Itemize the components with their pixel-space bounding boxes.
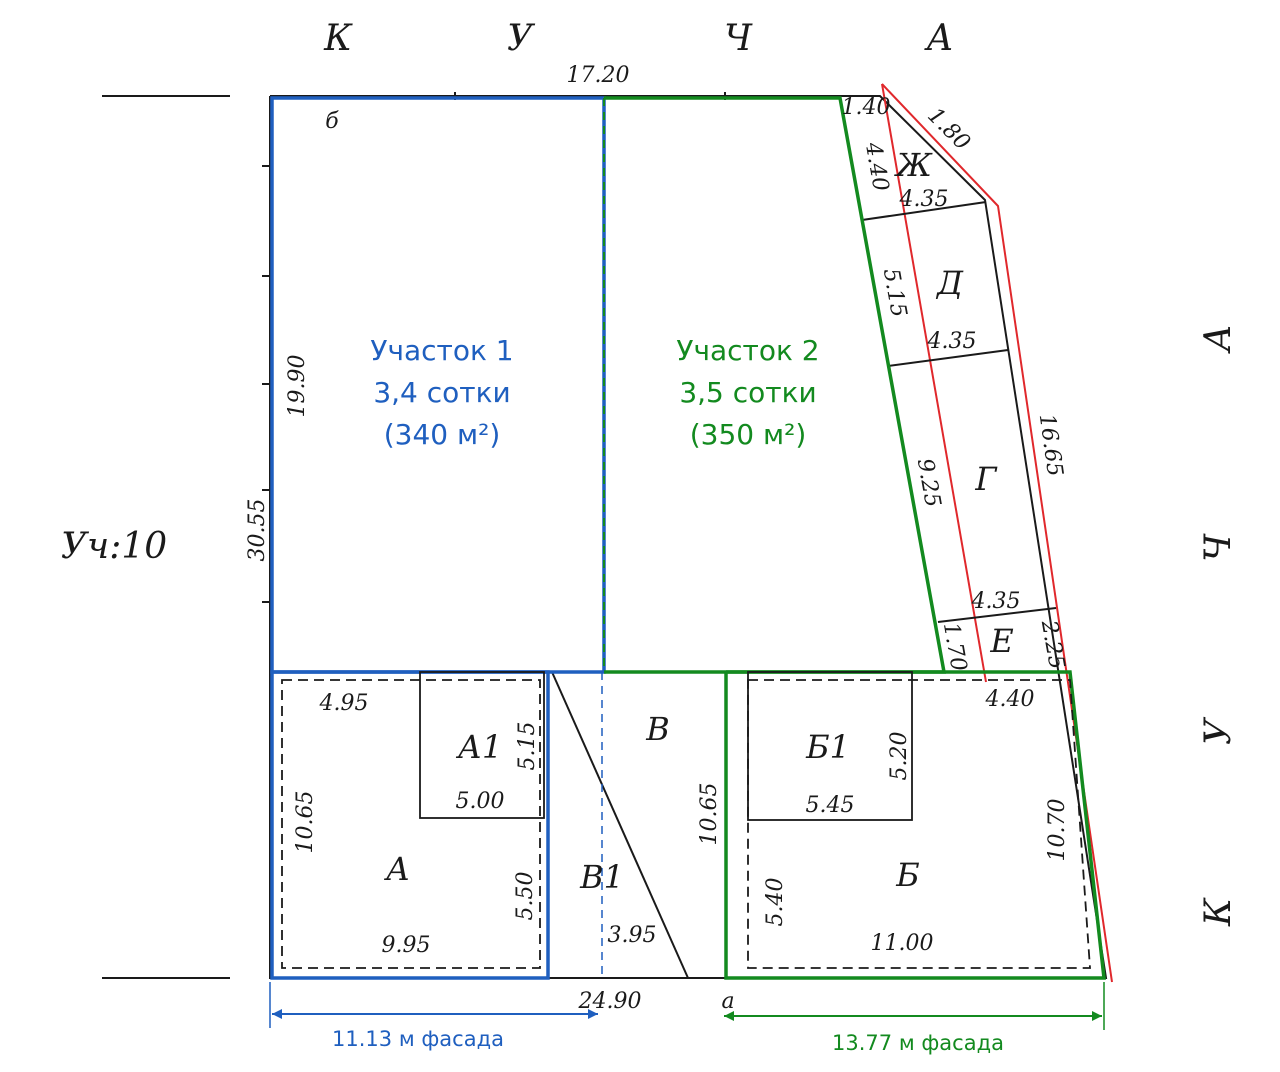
street-letter-top-2: У (507, 18, 536, 59)
plot2-title: Участок 2 (676, 334, 819, 367)
dim-zh-side: 4.40 (860, 140, 893, 194)
red-boundary-line (881, 83, 1113, 983)
street-letter-right-3: У (1198, 716, 1239, 745)
dim-zh-bottom: 4.35 (899, 187, 949, 212)
dim-a-top: 4.95 (319, 691, 369, 716)
dim-left-height: 30.55 (245, 499, 270, 562)
zone-B-label: Б (895, 856, 920, 894)
plot1-area: 3,4 сотки (373, 376, 510, 409)
plot1-title: Участок 1 (370, 334, 513, 367)
zone-A1-label: А1 (456, 728, 503, 766)
plot2-facade-label: 13.77 м фасада (832, 1031, 1004, 1055)
dim-g-bottom: 4.35 (971, 589, 1021, 614)
neighbor-plot-label: Уч:10 (61, 526, 167, 567)
street-letter-top-1: К (323, 18, 353, 59)
zone-Zh-label: Ж (894, 146, 933, 184)
plot2-area: 3,5 сотки (679, 376, 816, 409)
dim-b-corner: 4.40 (985, 687, 1035, 712)
plot2-outline (604, 96, 1106, 980)
dim-d-bottom: 4.35 (927, 329, 977, 354)
facade-arrows (269, 982, 1105, 1030)
dim-top-width: 17.20 (567, 63, 630, 88)
zone-A-label: А (384, 850, 410, 888)
dim-bottom-width: 24.90 (578, 989, 642, 1014)
dim-b-right: 10.70 (1045, 799, 1070, 862)
zone-D-label: Д (935, 264, 964, 302)
dim-d-side: 5.15 (878, 267, 911, 320)
street-letter-right-1: А (1198, 324, 1239, 354)
zone-V1-label: В1 (579, 858, 624, 896)
dim-b-width: 11.00 (871, 931, 934, 956)
dim-a-width: 9.95 (382, 933, 431, 958)
zone-B1-label: Б1 (805, 728, 850, 766)
zone-G-label: Г (974, 460, 998, 498)
dim-b1-height: 5.20 (887, 732, 912, 781)
dim-a-height: 10.65 (293, 791, 318, 854)
dim-upper-left-height: 19.90 (285, 355, 310, 418)
building-zones (281, 671, 1091, 969)
dim-corner-top: 1.40 (842, 95, 891, 120)
street-letter-right-2: Ч (1198, 533, 1239, 562)
plot1-outline (270, 96, 606, 980)
street-letter-top-3: Ч (724, 18, 753, 59)
dim-a1-width: 5.00 (456, 789, 505, 814)
street-letter-right-4: К (1198, 897, 1239, 927)
plot2-area-m2: (350 м²) (690, 418, 807, 451)
red-inner-line (881, 83, 987, 683)
point-label-a: а (721, 989, 734, 1014)
dim-b-left: 5.40 (763, 878, 788, 927)
dim-b1-width: 5.45 (806, 793, 855, 818)
outer-boundary (262, 92, 1108, 979)
dim-v-height: 10.65 (697, 783, 722, 846)
dim-g-side: 9.25 (912, 457, 945, 510)
dim-a-right: 5.50 (513, 872, 538, 921)
zone-V-label: В (645, 710, 670, 748)
street-letter-top-4: А (923, 18, 953, 59)
dim-a1-height: 5.15 (515, 722, 540, 771)
plot1-area-m2: (340 м²) (384, 418, 501, 451)
zone-E-label: Е (989, 622, 1013, 660)
dim-right-side: 16.65 (1034, 412, 1068, 478)
plot1-facade-label: 11.13 м фасада (332, 1027, 504, 1051)
dim-e-right: 2.25 (1036, 618, 1069, 672)
dim-v1-bottom: 3.95 (608, 923, 657, 948)
point-label-b: б (325, 109, 339, 134)
